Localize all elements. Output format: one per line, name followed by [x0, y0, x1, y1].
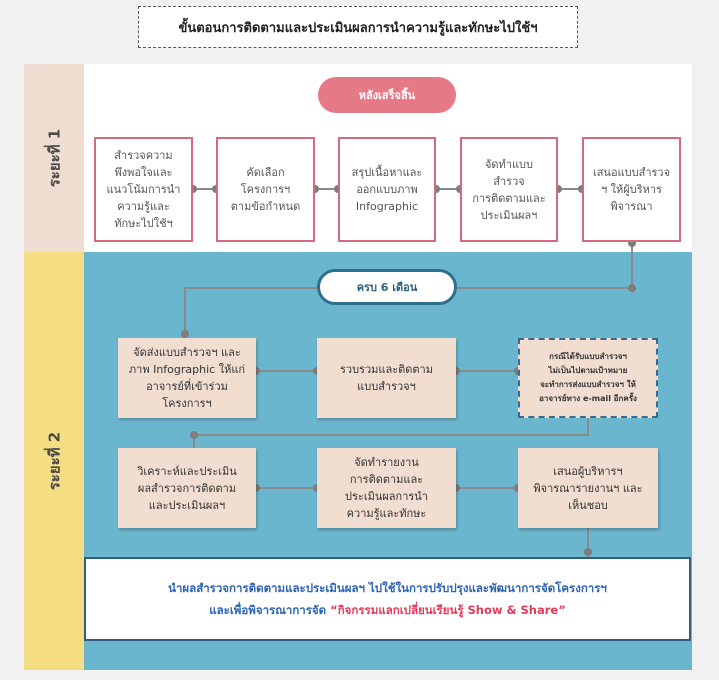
step-summarize-infographic: สรุปเนื้อหาและ ออกแบบภาพ Infographic: [338, 137, 436, 242]
six-months-pill: ครบ 6 เดือน: [317, 269, 457, 305]
step-send-survey: จัดส่งแบบสำรวจฯ และ ภาพ Infographic ให้แ…: [118, 338, 256, 418]
connector-email-to-analyze: [193, 418, 589, 448]
final-line-2-prefix: และเพื่อพิจารณาการจัด: [209, 603, 327, 617]
connector-month-to-send: [184, 287, 318, 338]
final-line-2: และเพื่อพิจารณาการจัด “กิจกรรมแลกเปลี่ยน…: [209, 599, 566, 621]
step-propose-survey: เสนอแบบสำรวจ ฯ ให้ผู้บริหาร พิจารณา: [582, 137, 681, 242]
final-line-2-highlight: “กิจกรรมแลกเปลี่ยนเรียนรู้ Show & Share”: [330, 603, 566, 617]
step-prepare-report: จัดทำรายงาน การติดตามและ ประเมินผลการนำ …: [317, 448, 456, 528]
step-resend-email: กรณีได้รับแบบสำรวจฯ ไม่เป็นไปตามเป้าหมาย…: [518, 338, 658, 418]
after-completion-pill: หลังเสร็จสิ้น: [318, 77, 456, 113]
connector-phase1-to-month: [456, 243, 633, 289]
step-select-projects: คัดเลือก โครงการฯ ตามข้อกำหนด: [216, 137, 315, 242]
step-create-survey: จัดทำแบบ สำรวจ การติดตามและ ประเมินผลฯ: [460, 137, 558, 242]
phase-2-band: [24, 252, 84, 670]
step-analyze-results: วิเคราะห์และประเมิน ผลสำรวจการติดตาม และ…: [118, 448, 256, 528]
final-line-1: นำผลสำรวจการติดตามและประเมินผลฯ ไปใช้ในก…: [168, 581, 607, 595]
step-collect-survey: รวบรวมและติดตาม แบบสำรวจฯ: [317, 338, 456, 418]
step-survey-satisfaction: สำรวจความ พึงพอใจและ แนวโน้มการนำ ความรู…: [94, 137, 193, 242]
step-propose-report: เสนอผู้บริหารฯ พิจารณารายงานฯ และ เห็นชอ…: [518, 448, 658, 528]
phase-1-band: [24, 64, 84, 252]
final-outcome-box: นำผลสำรวจการติดตามและประเมินผลฯ ไปใช้ในก…: [84, 557, 691, 641]
page-title: ขั้นตอนการติดตามและประเมินผลการนำความรู้…: [138, 6, 578, 48]
